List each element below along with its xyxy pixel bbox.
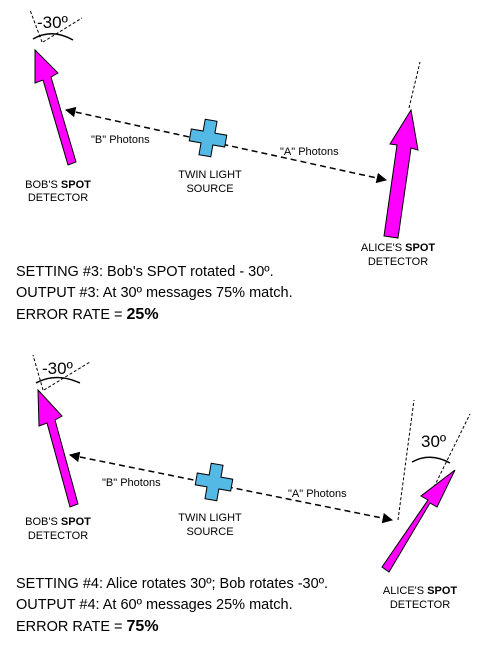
source-label-line2-2: SOURCE [186,526,233,538]
twin-light-source-icon [188,118,228,158]
alice-angle-label: 30º [421,432,446,451]
bob-detector-arrow [34,48,77,166]
photon-b-label-2: "B" Photons [102,477,161,489]
bob-detector-label-line2: DETECTOR [28,192,88,204]
bob-angle-label: -30º [37,13,68,32]
bob-angle-label-2: -30º [42,359,73,378]
setting-3-text: SETTING #3: Bob's SPOT rotated - 30º. [16,264,274,280]
bob-detector-label-line1: BOB'S SPOT [25,179,91,191]
error-rate-4: ERROR RATE = 75% [16,618,159,635]
error-rate-3: ERROR RATE = 25% [16,306,159,323]
bob-detector-arrow-2 [37,388,79,508]
alice-detector-label-line1-2: ALICE'S SPOT [383,585,458,597]
photon-a-label: "A" Photons [280,146,339,158]
alice-detector-label-line2: DETECTOR [368,256,428,268]
alice-detector-arrow [383,61,421,239]
bob-detector-label-line1-2: BOB'S SPOT [25,516,91,528]
twin-light-source-icon-2 [194,462,234,502]
output-4-text: OUTPUT #4: At 60º messages 25% match. [16,597,293,613]
bob-detector-label-line2-2: DETECTOR [28,530,88,542]
alice-angle-indicator: 30º [397,399,471,521]
alice-detector-label-line2-2: DETECTOR [390,599,450,611]
source-label-line2: SOURCE [186,183,233,195]
panel-setting-3: -30º "B" Photons "A" Photons TWIN LIGHT … [16,9,436,323]
bob-angle-indicator-2: -30º [32,354,91,391]
bob-angle-indicator: -30º [29,9,83,43]
alice-detector-label-line1: ALICE'S SPOT [361,242,436,254]
photon-a-label-2: "A" Photons [288,488,347,500]
output-3-text: OUTPUT #3: At 30º messages 75% match. [16,285,293,301]
source-label-line1: TWIN LIGHT [178,169,242,181]
panel-setting-4: -30º 30º "B" Photons "A" Photons TWIN LI… [16,354,471,635]
photon-path [64,106,388,184]
photon-b-label: "B" Photons [91,134,150,146]
alice-detector-arrow-2 [381,469,456,573]
setting-4-text: SETTING #4: Alice rotates 30º; Bob rotat… [16,576,328,592]
source-label-line1-2: TWIN LIGHT [178,512,242,524]
